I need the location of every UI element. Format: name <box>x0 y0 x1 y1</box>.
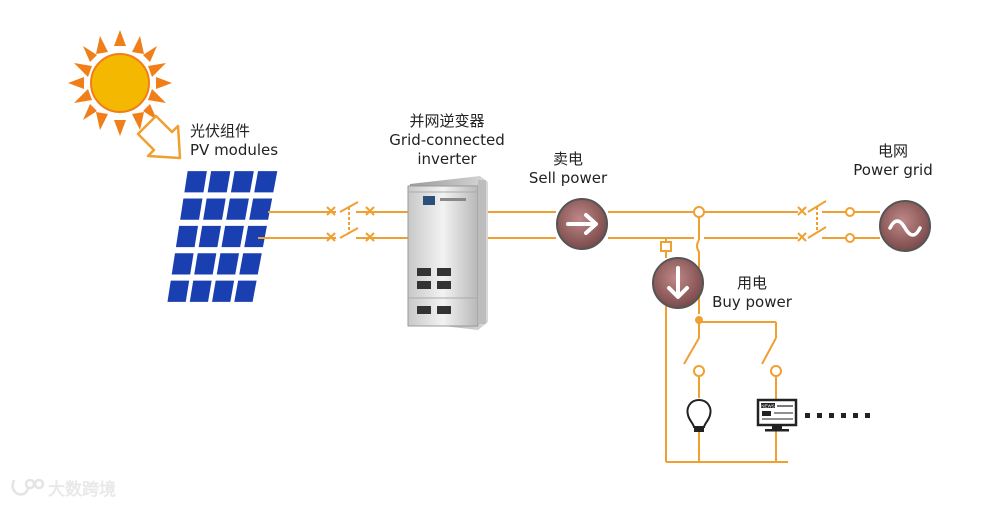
pv-label: 光伏组件 PV modules <box>190 122 278 160</box>
watermark-logo-icon <box>11 478 45 496</box>
news-sign-text: NEWS <box>761 404 775 409</box>
sun-icon <box>68 30 172 136</box>
sunlight-arrow-icon <box>136 114 182 160</box>
pv-cell <box>230 171 254 193</box>
pv-cell <box>226 198 249 220</box>
pv-cell <box>216 253 240 275</box>
junction-icon <box>660 206 855 377</box>
pv-label-zh: 光伏组件 <box>190 122 251 140</box>
inverter-label: 并网逆变器 Grid-connected inverter <box>382 112 512 169</box>
pv-cell <box>175 225 199 248</box>
buy-label: 用电 Buy power <box>708 274 796 312</box>
pv-cell <box>234 280 257 302</box>
buy-label-zh: 用电 <box>736 274 767 292</box>
pv-panel-icon <box>167 171 278 302</box>
pv-cell <box>180 198 203 220</box>
inverter-label-en-line2: inverter <box>417 150 477 168</box>
computer-monitor-icon: NEWS <box>756 398 798 432</box>
pv-cell <box>254 171 278 193</box>
buy-label-en: Buy power <box>712 293 792 311</box>
pv-cell <box>249 198 273 220</box>
sell-label: 卖电 Sell power <box>524 150 612 188</box>
grid-breaker-icon <box>797 200 827 242</box>
pv-cell <box>184 171 207 193</box>
sell-label-zh: 卖电 <box>552 150 583 168</box>
pv-cell <box>198 225 222 248</box>
light-bulb-icon <box>686 398 712 432</box>
sell-label-en: Sell power <box>528 169 608 187</box>
pv-cell <box>207 171 231 193</box>
buy-meter-icon <box>652 257 704 309</box>
grid-label-zh: 电网 <box>877 142 908 160</box>
pv-cell <box>189 280 212 302</box>
sell-meter-icon <box>556 198 608 250</box>
inverter-cabinet-icon <box>407 176 488 330</box>
watermark-text: 大数跨境 <box>48 480 116 500</box>
pv-cell <box>221 225 244 248</box>
power-grid-ac-icon <box>879 200 931 252</box>
pv-label-en: PV modules <box>190 141 279 159</box>
pv-cell <box>171 253 194 275</box>
pv-cell <box>167 280 190 302</box>
continuation-dots <box>805 413 870 418</box>
pv-cell <box>239 253 262 275</box>
inverter-label-zh: 并网逆变器 <box>409 112 485 130</box>
dc-breaker-icon <box>326 201 375 242</box>
pv-cell <box>203 198 226 220</box>
pv-cell <box>244 225 267 248</box>
inverter-label-en-line1: Grid-connected <box>389 131 505 149</box>
grid-label-en: Power grid <box>853 161 933 179</box>
pv-cell <box>194 253 217 275</box>
grid-label: 电网 Power grid <box>848 142 938 180</box>
pv-cell <box>212 280 235 302</box>
